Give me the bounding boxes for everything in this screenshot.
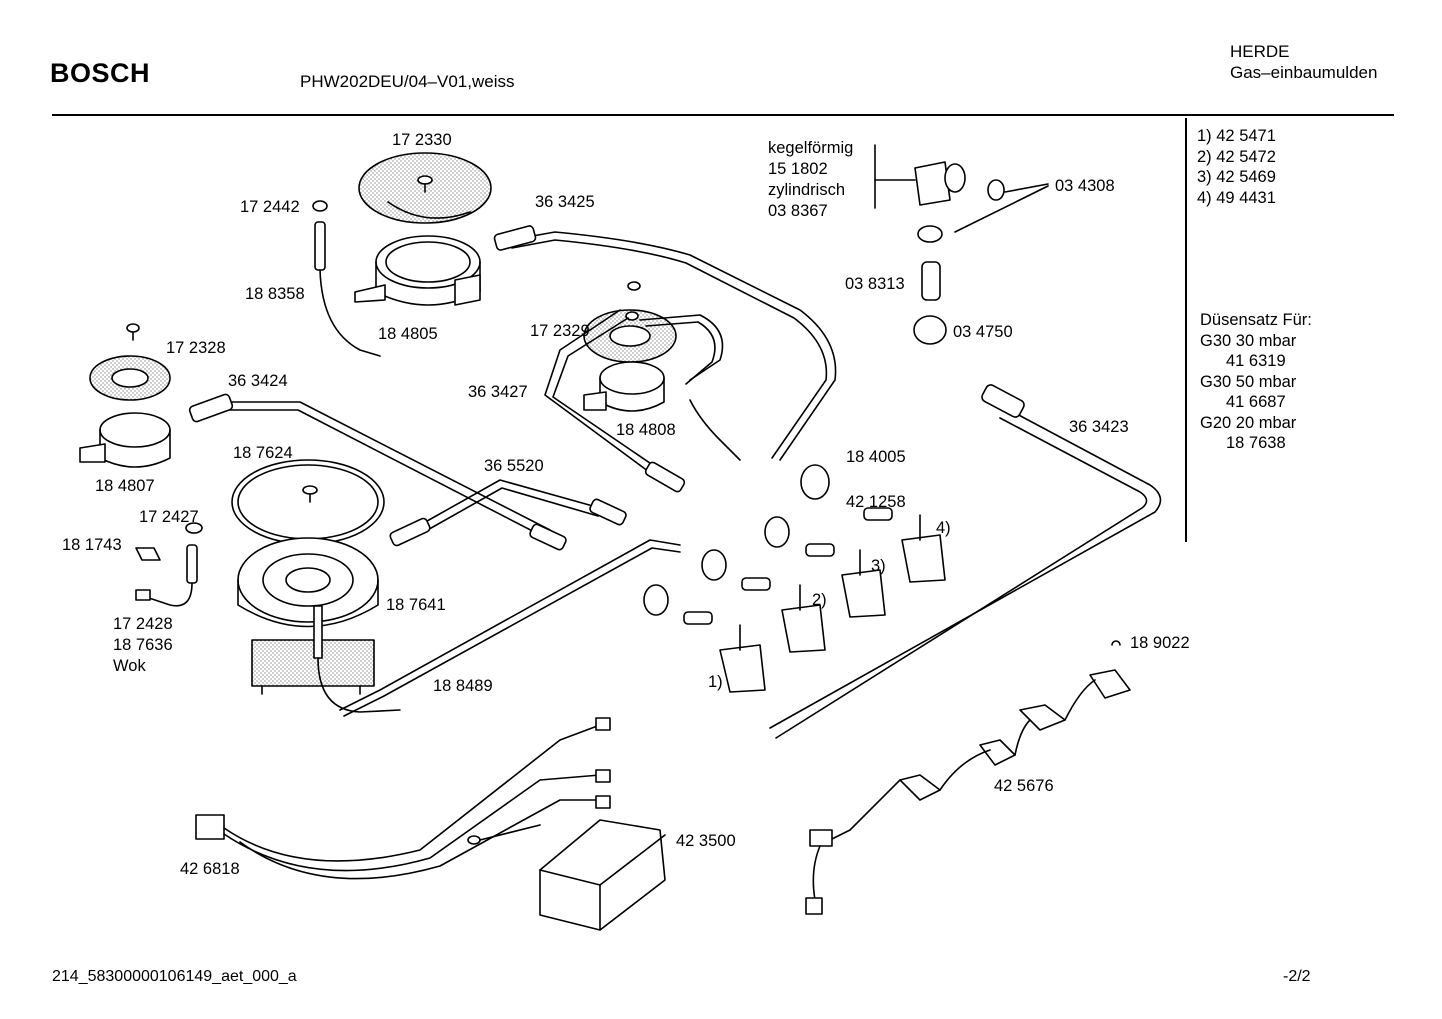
- washer-172442: [312, 200, 328, 212]
- label-172428: 17 2428: [113, 615, 173, 633]
- burner-184807: [79, 412, 171, 468]
- nozzles: [643, 464, 893, 625]
- label-valve-2: 2): [812, 591, 827, 609]
- label-421258: 42 1258: [846, 493, 906, 511]
- burner-cap-187624: [231, 459, 385, 545]
- wok-burner-187641: [237, 537, 379, 628]
- brand-logo: BOSCH: [50, 58, 151, 88]
- gas-valve-4: [901, 514, 946, 583]
- connector-note-part-2: 03 8367: [768, 202, 828, 220]
- gas-valve-1: [719, 624, 766, 693]
- wok-shield: [251, 639, 375, 695]
- header-divider: [52, 114, 1394, 116]
- gas-pipe-363424: [188, 393, 567, 551]
- valve-entry-1: 1) 42 5471: [1197, 127, 1276, 145]
- burner-184808: [583, 361, 665, 412]
- label-423500: 42 3500: [676, 832, 736, 850]
- label-172328: 17 2328: [166, 339, 226, 357]
- label-184805: 18 4805: [378, 325, 438, 343]
- connector-note: kegelförmig 15 1802 zylindrisch 03 8367: [768, 138, 853, 222]
- label-188489: 18 8489: [433, 677, 493, 695]
- label-172330: 17 2330: [392, 131, 452, 149]
- nozzle-part-2: 41 6687: [1226, 393, 1286, 411]
- label-valve-1: 1): [708, 673, 723, 691]
- ignition-switch-harness-425676: [805, 669, 1131, 915]
- label-363427: 36 3427: [468, 383, 528, 401]
- label-172427: 17 2427: [139, 508, 199, 526]
- burner-cap-172328: [89, 323, 171, 401]
- adapter-038313: [921, 261, 941, 301]
- label-425676: 42 5676: [994, 777, 1054, 795]
- nozzle-gas-3: G20 20 mbar: [1200, 413, 1297, 432]
- category-line-2: Gas–einbaumulden: [1230, 63, 1378, 82]
- label-034308: 03 4308: [1055, 177, 1115, 195]
- wok-electrode: [313, 605, 401, 713]
- label-184807: 18 4807: [95, 477, 155, 495]
- nozzle-part-3: 18 7638: [1226, 434, 1286, 452]
- document-id: 214_58300000106149_aet_000_a: [52, 968, 297, 985]
- washer-034308-a: [987, 179, 1005, 201]
- label-038313: 03 8313: [845, 275, 905, 293]
- side-table-divider: [1185, 118, 1187, 542]
- nut-034750: [913, 315, 947, 345]
- nozzle-gas-1: G30 30 mbar: [1200, 331, 1297, 350]
- label-184005: 18 4005: [846, 448, 906, 466]
- wiring-harness-426818: [195, 717, 611, 880]
- connector-note-conical: kegelförmig: [768, 139, 854, 157]
- nozzle-part-1: 41 6319: [1226, 352, 1286, 370]
- burner-cap-172329: [583, 281, 677, 363]
- clip-181743: [135, 547, 161, 561]
- gas-pipe-363427: [544, 309, 686, 493]
- valve-entry-3: 3) 42 5469: [1197, 168, 1276, 186]
- label-187641: 18 7641: [386, 596, 446, 614]
- valve-entry-2: 2) 42 5472: [1197, 147, 1276, 166]
- main-supply-pipe-363423: [769, 384, 1162, 739]
- connector-elbow: [914, 161, 966, 206]
- gas-valve-2: [781, 584, 826, 653]
- label-365520: 36 5520: [484, 457, 544, 475]
- label-426818: 42 6818: [180, 860, 240, 878]
- label-184808: 18 4808: [616, 421, 676, 439]
- label-wok: Wok: [113, 657, 146, 675]
- label-188358: 18 8358: [245, 285, 305, 303]
- connector-note-part-1: 15 1802: [768, 160, 828, 178]
- valve-entry-4: 4) 49 4431: [1197, 188, 1276, 207]
- model-number: PHW202DEU/04–V01,weiss: [300, 72, 515, 91]
- label-172442: 17 2442: [240, 198, 300, 216]
- gas-pipe-363425: [493, 225, 837, 461]
- washer-034308-b: [917, 225, 943, 243]
- label-187624: 18 7624: [233, 444, 293, 462]
- label-valve-3: 3): [871, 557, 886, 575]
- label-181743: 18 1743: [62, 536, 122, 554]
- gas-pipe-365520: [389, 479, 627, 547]
- label-034750: 03 4750: [953, 323, 1013, 341]
- label-172329: 17 2329: [530, 322, 590, 340]
- ignition-module-423500: [539, 819, 666, 931]
- category-line-1: HERDE: [1230, 42, 1290, 61]
- label-189022: 18 9022: [1130, 634, 1190, 652]
- label-363425: 36 3425: [535, 193, 595, 211]
- gas-pipe-188489: [339, 539, 681, 717]
- nozzle-set-table: Düsensatz Für: G30 30 mbar 41 6319 G30 5…: [1200, 310, 1312, 454]
- label-363423: 36 3423: [1069, 418, 1129, 436]
- label-187636: 18 7636: [113, 636, 173, 654]
- gas-pipe-middle: [639, 314, 741, 461]
- label-363424: 36 3424: [228, 372, 288, 390]
- page-number: -2/2: [1283, 968, 1311, 985]
- nozzle-gas-2: G30 50 mbar: [1200, 372, 1297, 391]
- thermocouple-172428: [135, 522, 203, 607]
- nozzle-set-title: Düsensatz Für:: [1200, 311, 1312, 329]
- gas-valve-3: [841, 549, 886, 618]
- label-valve-4: 4): [936, 519, 951, 537]
- connector-note-cylindrical: zylindrisch: [768, 181, 846, 199]
- valve-list: 1) 42 5471 2) 42 5472 3) 42 5469 4) 49 4…: [1197, 126, 1276, 208]
- thermocouple-188358: [314, 221, 381, 357]
- burner-cap-172330: [358, 152, 492, 224]
- clip-189022: [1111, 640, 1121, 646]
- burner-184805: [354, 235, 481, 306]
